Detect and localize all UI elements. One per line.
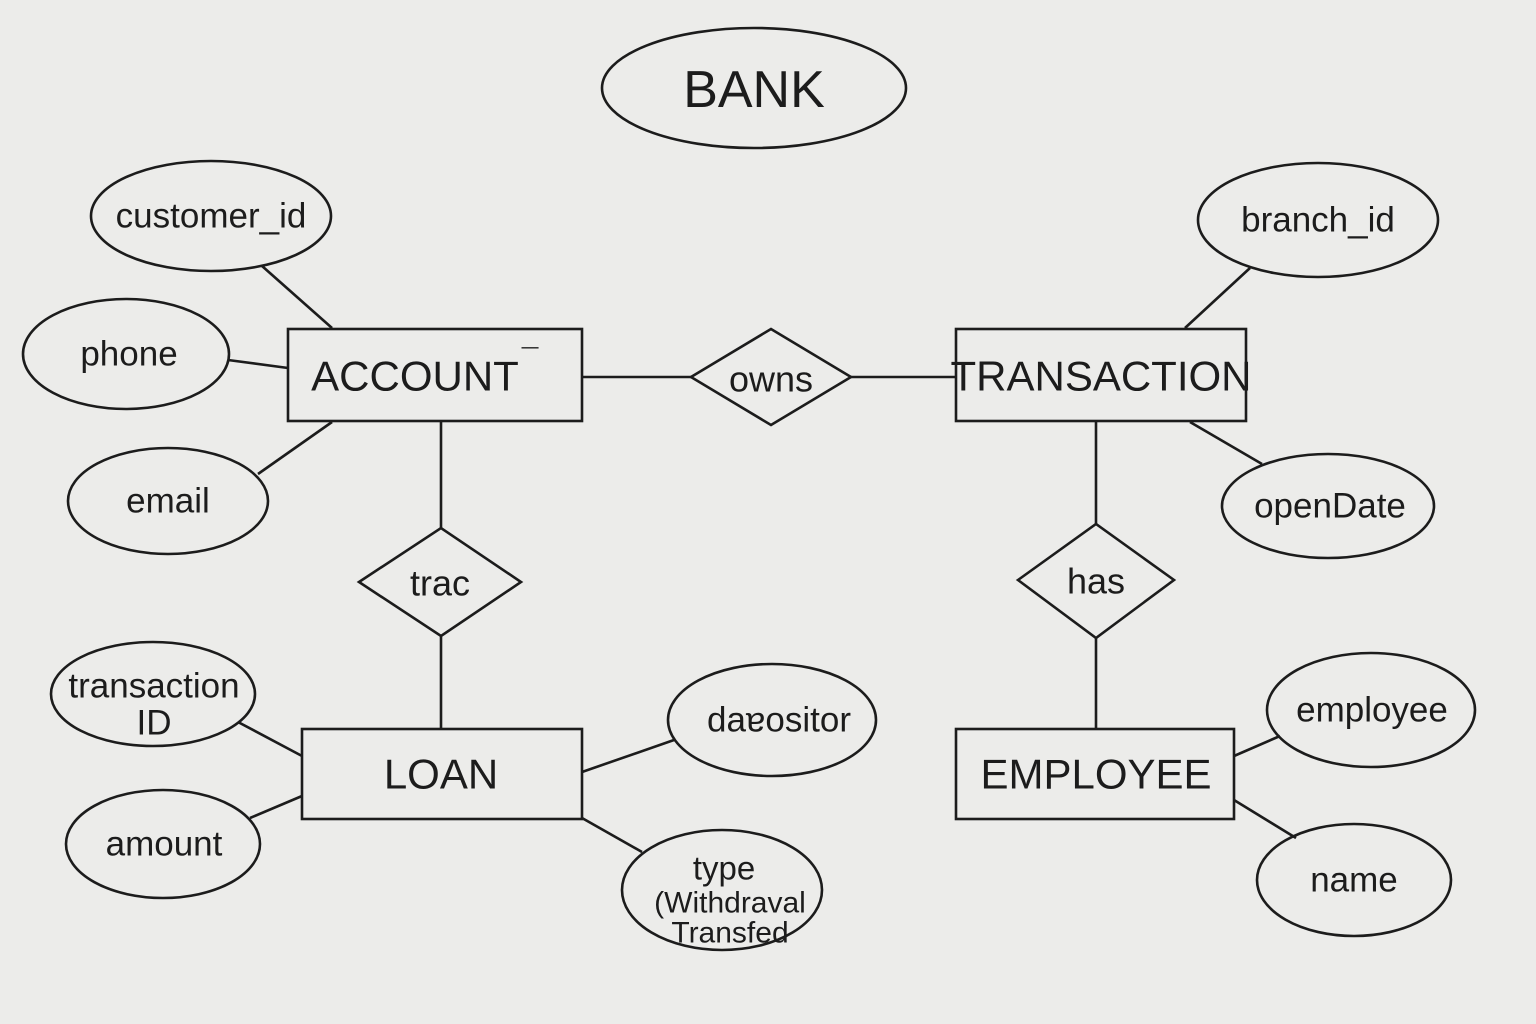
edge-loan-transaction-id [237,720,303,758]
relationship-has-label: has [1067,561,1125,602]
edge-loan-depositor [581,738,675,774]
attribute-email: email [66,446,270,556]
attribute-phone-label: phone [80,335,177,374]
attribute-depositor-label: daɐositor [707,701,851,740]
edge-account-email [257,420,333,476]
attribute-open-date: openDate [1220,452,1436,560]
attribute-transaction-id-label-line2: ID [137,704,172,743]
edge-employee-employee-attr [1233,734,1281,758]
entity-transaction: TRANSACTION [950,327,1252,423]
entity-transaction-label: TRANSACTION [950,353,1251,400]
attribute-email-label: email [126,482,210,521]
entity-employee: EMPLOYEE [954,727,1236,821]
edge-loan-type [581,816,643,854]
attribute-branch-id: branch_id [1196,161,1440,279]
attribute-branch-id-label: branch_id [1241,201,1395,240]
attribute-name: name [1255,822,1453,938]
edge-transaction-branch-id [1184,267,1251,329]
relationship-trac-label: trac [410,563,470,604]
attribute-transaction-id-label-line1: transaction [68,667,239,706]
relationship-owns-label: owns [729,359,813,400]
connectors [227,265,1297,854]
relationship-has: has [1015,522,1177,640]
attribute-amount: amount [64,788,262,900]
attribute-transaction-id: transaction ID [49,640,257,748]
attribute-type-label-line3: Transfed [671,917,788,950]
edge-transaction-open-date [1189,420,1263,466]
attribute-employee: employee [1265,651,1477,769]
attribute-depositor: daɐositor [666,662,878,778]
attribute-type-label-line2: (Withdraval [654,887,806,920]
bank-title-label: BANK [683,61,825,119]
edge-account-customer-id [261,265,333,329]
edge-loan-amount [249,794,303,820]
bank-title: BANK [600,26,908,150]
attribute-open-date-label: openDate [1254,487,1406,526]
attribute-customer-id-label: customer_id [116,197,307,236]
relationship-owns: owns [688,327,854,427]
attribute-phone: phone [21,297,231,411]
attribute-amount-label: amount [106,825,223,864]
entity-loan-label: LOAN [384,751,498,798]
entity-account: ACCOUNT ¯ [286,327,584,423]
attribute-name-label: name [1310,861,1398,900]
attribute-employee-label: employee [1296,691,1448,730]
entity-loan: LOAN [300,727,584,821]
attribute-type: type (Withdraval Transfed [620,828,824,952]
entity-employee-label: EMPLOYEE [980,751,1211,798]
entity-account-mark: ¯ [521,344,539,377]
edge-account-phone [227,358,289,370]
attribute-type-label-line1: type [693,850,755,887]
attribute-customer-id: customer_id [89,159,333,273]
edge-employee-name [1233,798,1297,840]
entity-account-label: ACCOUNT [311,353,519,400]
relationship-trac: trac [356,526,524,638]
